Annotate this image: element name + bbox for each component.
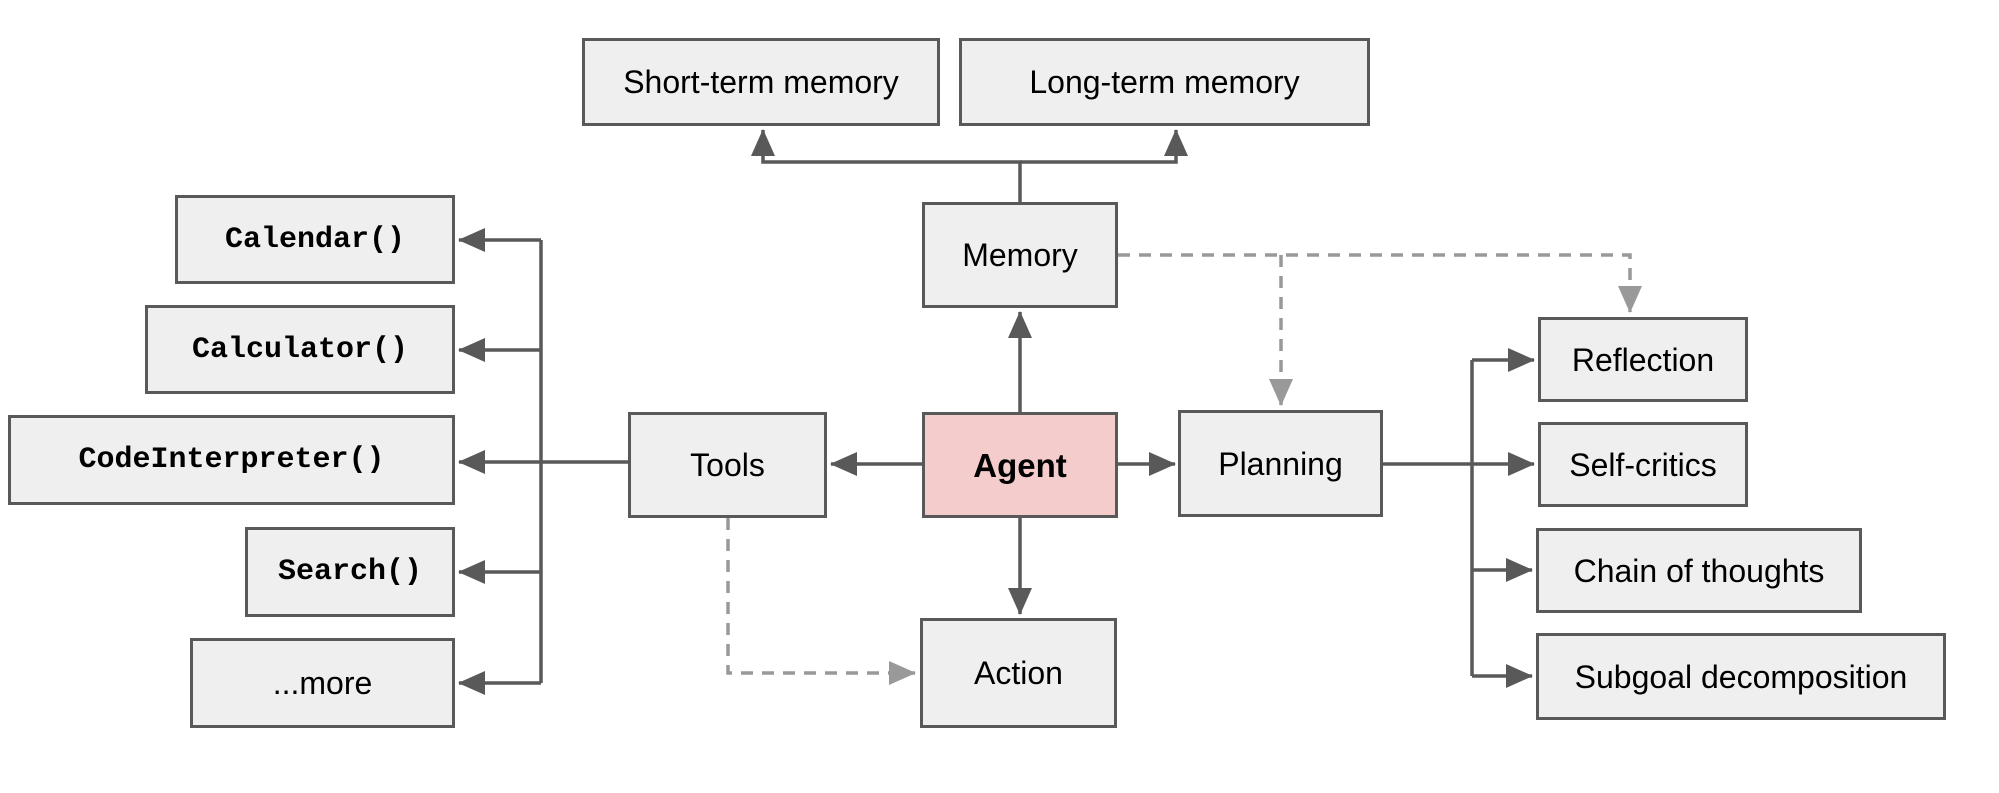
edge-memory-reflection-dashed — [1118, 253, 1642, 313]
node-memory: Memory — [922, 202, 1118, 308]
edge-memory-short-term — [751, 129, 1022, 203]
node-tool-calculator: Calculator() — [145, 305, 455, 394]
node-agent: Agent — [922, 412, 1118, 518]
node-tool-codeinterpreter: CodeInterpreter() — [8, 415, 455, 505]
node-tools: Tools — [628, 412, 827, 518]
edge-tools-action-dashed — [726, 518, 916, 685]
node-short-term-memory: Short-term memory — [582, 38, 940, 126]
node-planning-subgoal-decomposition: Subgoal decomposition — [1536, 633, 1946, 720]
node-planning: Planning — [1178, 410, 1383, 517]
node-tool-search: Search() — [245, 527, 455, 617]
node-planning-selfcritics: Self-critics — [1538, 422, 1748, 507]
node-planning-reflection: Reflection — [1538, 317, 1748, 402]
node-long-term-memory: Long-term memory — [959, 38, 1370, 126]
node-planning-chain-of-thoughts: Chain of thoughts — [1536, 528, 1862, 613]
node-tool-more: ...more — [190, 638, 455, 728]
edge-memory-long-term — [1020, 129, 1188, 164]
node-action: Action — [920, 618, 1117, 728]
node-tool-calendar: Calendar() — [175, 195, 455, 284]
